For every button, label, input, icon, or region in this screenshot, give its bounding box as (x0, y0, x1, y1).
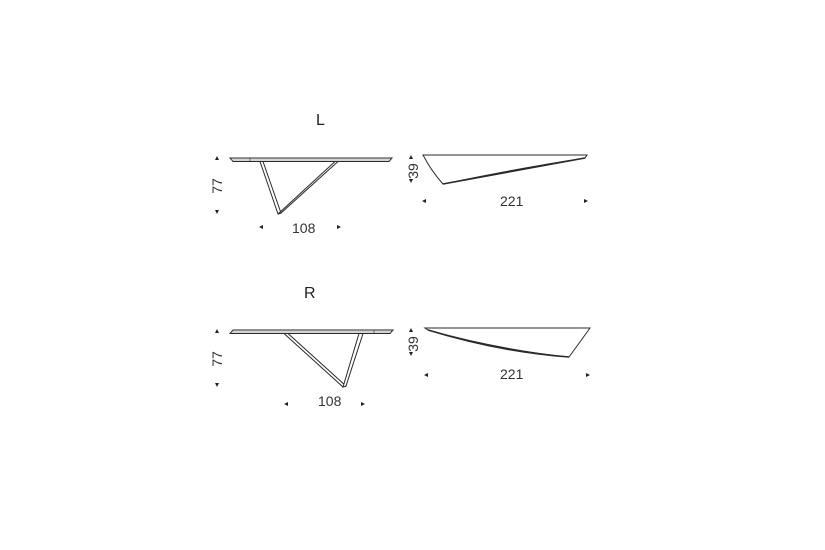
length-arrow-left-r (424, 373, 428, 377)
width-arrow-right-l (337, 225, 341, 229)
width-arrow-left-r (284, 402, 288, 406)
length-arrow-right-r (586, 373, 590, 377)
height-arrow-top-r (215, 329, 219, 333)
width-dim-r: 108 (318, 393, 342, 409)
variant-label-r: R (304, 285, 316, 302)
length-dim-r: 221 (500, 366, 524, 382)
width-arrow-left-l (259, 225, 263, 229)
depth-arrow-top-l (409, 155, 413, 159)
depth-arrow-bottom-r (409, 352, 413, 356)
length-dim-l: 221 (500, 193, 524, 209)
width-arrow-right-r (361, 402, 365, 406)
variant-label-l: L (316, 112, 325, 129)
depth-arrow-bottom-l (409, 179, 413, 183)
height-arrow-bottom-l (215, 210, 219, 214)
height-arrow-bottom-r (215, 383, 219, 387)
length-arrow-right-l (584, 199, 588, 203)
depth-arrow-top-r (409, 328, 413, 332)
width-dim-l: 108 (292, 220, 316, 236)
height-arrow-top-l (215, 156, 219, 160)
depth-dim-r: 39 (404, 336, 421, 352)
length-arrow-left-l (422, 199, 426, 203)
